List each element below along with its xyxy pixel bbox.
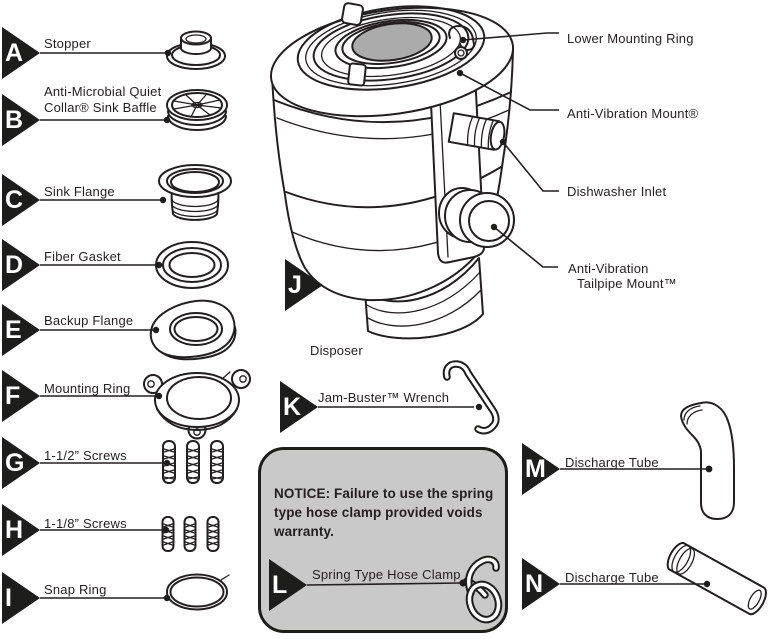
part-letter: I: [5, 583, 12, 612]
part-label-long-screws: 1-1/2” Screws: [44, 448, 127, 463]
part-label-discharge-tube-straight: Discharge Tube: [565, 570, 659, 585]
part-label-sink-flange: Sink Flange: [44, 184, 115, 199]
snap-ring-drawing: [166, 573, 230, 611]
part-marker-m: M: [522, 443, 560, 495]
part-letter: A: [5, 38, 24, 67]
part-label-short-screws: 1-1/8” Screws: [44, 516, 127, 531]
part-marker-b: B: [2, 94, 40, 146]
callout-tailpipe-mount-line2: Tailpipe Mount™: [577, 276, 677, 291]
part-letter: B: [5, 105, 24, 134]
mounting-ring-drawing: [143, 369, 251, 440]
callout-tailpipe-mount-line1: Anti-Vibration: [568, 261, 649, 276]
part-marker-h: H: [2, 504, 40, 556]
part-marker-n: N: [522, 558, 560, 610]
part-letter: H: [5, 515, 24, 544]
part-marker-e: E: [2, 304, 40, 356]
discharge-tube-straight-drawing: [666, 541, 767, 616]
part-label-discharge-tube-elbow: Discharge Tube: [565, 455, 659, 470]
part-marker-k: K: [280, 381, 318, 433]
part-label-sink-baffle: Anti-Microbial Quiet Collar® Sink Baffle: [44, 84, 162, 115]
part-label-backup-flange: Backup Flange: [44, 313, 134, 328]
part-letter: N: [525, 569, 544, 598]
part-label-mounting-ring: Mounting Ring: [44, 381, 131, 396]
stopper-drawing: [166, 30, 226, 70]
fiber-gasket-drawing: [155, 241, 229, 289]
part-marker-c: C: [2, 174, 40, 226]
part-letter: K: [283, 392, 302, 421]
part-label-disposer: Disposer: [310, 343, 363, 358]
part-marker-a: A: [2, 27, 40, 79]
part-label-wrench: Jam-Buster™ Wrench: [318, 390, 450, 405]
backup-flange-drawing: [149, 299, 237, 361]
part-marker-i: I: [2, 572, 40, 624]
part-marker-j: J: [285, 259, 323, 311]
notice-text: NOTICE: Failure to use the spring type h…: [274, 486, 494, 539]
callout-anti-vibration-mount: Anti-Vibration Mount®: [567, 106, 699, 121]
part-label-fiber-gasket: Fiber Gasket: [44, 249, 121, 264]
part-marker-f: F: [2, 370, 40, 422]
part-letter: D: [5, 250, 24, 279]
part-marker-d: D: [2, 239, 40, 291]
wrench-drawing: [442, 360, 500, 435]
part-letter: M: [525, 454, 546, 483]
part-letter: L: [272, 570, 288, 599]
part-letter: J: [288, 270, 302, 299]
part-letter: F: [5, 381, 21, 410]
long-screws-drawing: [162, 440, 224, 484]
callout-lower-mounting-ring: Lower Mounting Ring: [567, 31, 694, 46]
part-letter: E: [5, 315, 22, 344]
part-label-snap-ring: Snap Ring: [44, 582, 107, 597]
part-marker-g: G: [2, 437, 40, 489]
discharge-tube-elbow-drawing: [680, 401, 735, 520]
part-label-hose-clamp: Spring Type Hose Clamp: [312, 567, 461, 582]
callout-dishwasher-inlet: Dishwasher Inlet: [567, 184, 667, 199]
part-letter: C: [5, 185, 24, 214]
disposer-opening: [351, 22, 433, 62]
part-letter: G: [5, 448, 25, 477]
part-label-stopper: Stopper: [44, 36, 91, 51]
sink-flange-drawing: [158, 164, 232, 221]
short-screws-drawing: [161, 516, 220, 552]
